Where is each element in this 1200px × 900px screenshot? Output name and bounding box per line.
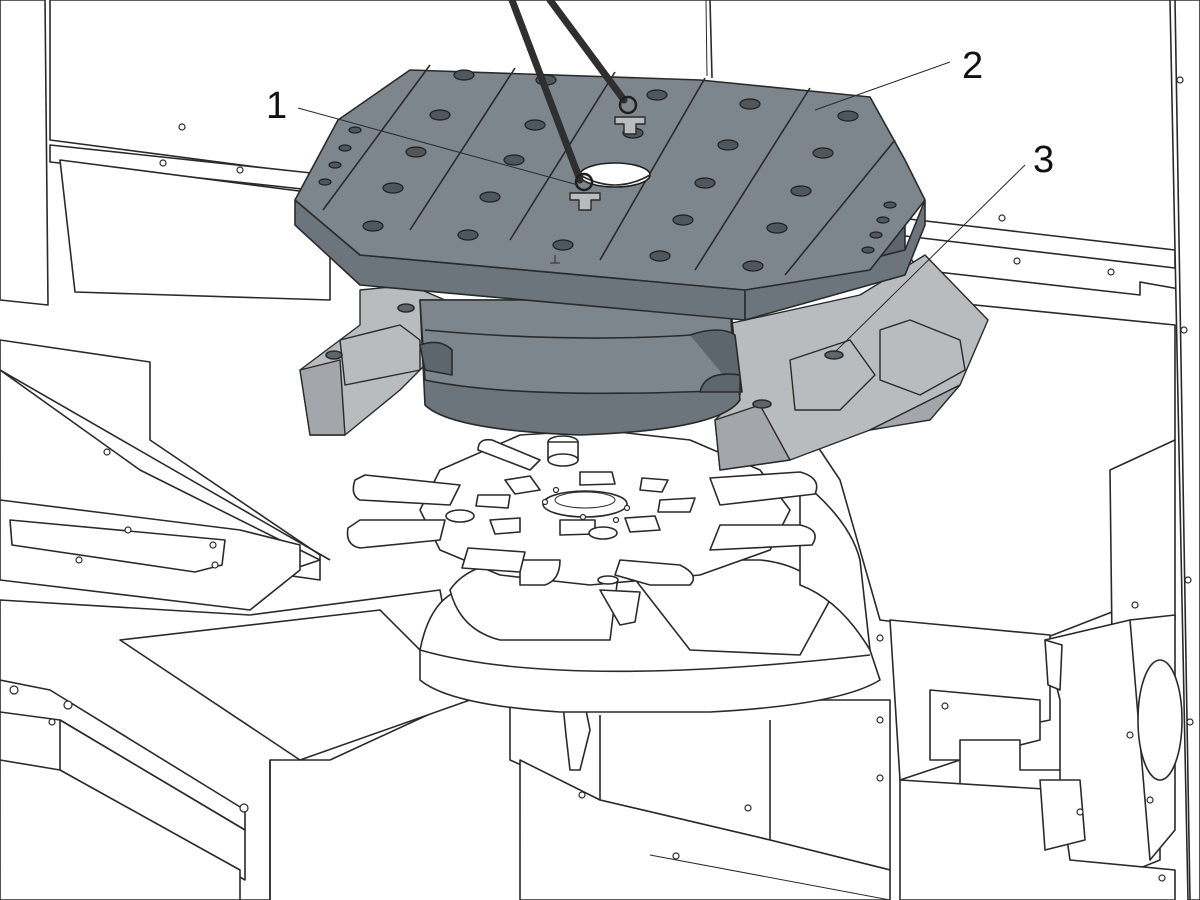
right-lower-machinery: [889, 614, 1183, 900]
callout-2-label: 2: [962, 45, 983, 87]
left-frame: [0, 339, 471, 900]
machine-base: [509, 634, 891, 900]
lifting-cables: [508, 0, 638, 192]
callout-3: 3: [834, 139, 1054, 353]
callout-2: 2: [814, 45, 983, 111]
callouts: 1 2 3: [266, 45, 1054, 353]
t-bolt: [569, 116, 646, 211]
pallet-holes: [318, 69, 897, 272]
pallet-receiver-star: [346, 429, 818, 626]
callout-1-label: 1: [266, 85, 287, 127]
callout-1: 1: [266, 85, 579, 186]
pallet: [294, 0, 926, 436]
fork-stand: [299, 254, 989, 471]
turntable-base: [419, 479, 881, 713]
callout-3-label: 3: [1033, 139, 1054, 181]
